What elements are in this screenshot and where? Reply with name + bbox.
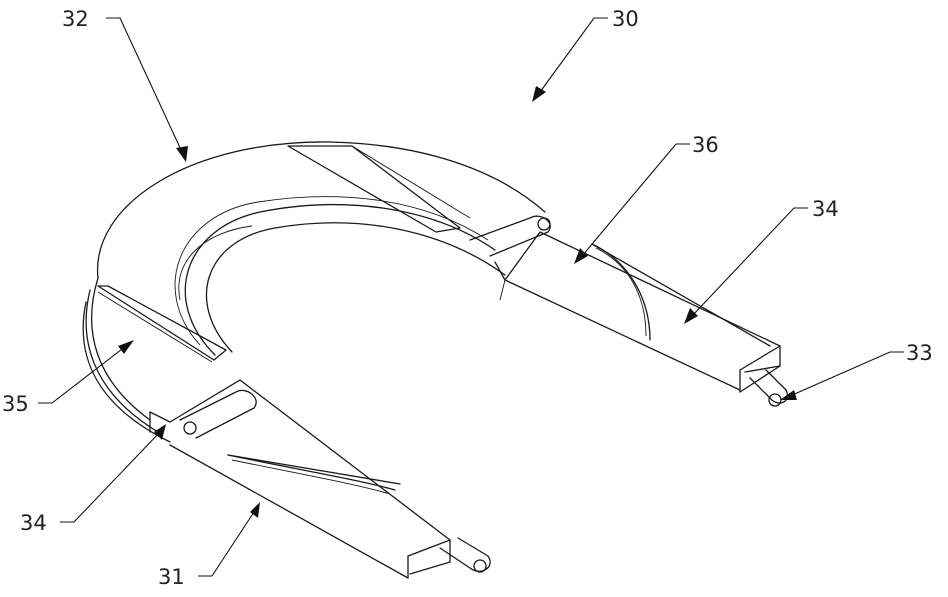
right-arm-end-bottom	[739, 365, 781, 393]
callout-30: 30	[532, 7, 639, 102]
right-arm-end-top	[739, 345, 781, 371]
left-wedge	[97, 285, 227, 361]
callout-31: 31	[158, 502, 260, 589]
left-fin	[227, 454, 396, 491]
inner-groove	[178, 225, 253, 301]
callout-35: 35	[2, 340, 134, 416]
label-35: 35	[2, 392, 29, 416]
callout-34-bottom: 34	[20, 424, 166, 535]
upper-wedge-edge	[351, 145, 471, 219]
right-fin	[591, 243, 651, 341]
left-fin-inner	[231, 459, 391, 495]
outer-curve-left	[91, 277, 151, 421]
right-arm-joint	[499, 279, 506, 301]
callout-32: 32	[62, 7, 188, 162]
left-pin-lug	[439, 537, 491, 572]
u-frame-body	[82, 141, 789, 579]
left-wedge-edge	[97, 291, 213, 363]
label-31: 31	[158, 565, 185, 589]
label-34-bottom: 34	[20, 511, 47, 535]
right-arm-bottom-edge	[504, 279, 741, 391]
left-fin-top-edge	[227, 454, 401, 485]
outer-curve-top	[96, 141, 546, 279]
label-30: 30	[612, 7, 639, 31]
left-arm-bottom-edge	[169, 444, 409, 579]
label-32: 32	[62, 7, 89, 31]
inner-curve-top	[184, 204, 496, 356]
right-hinge-lug	[469, 215, 551, 257]
right-pin-hole	[768, 393, 782, 407]
right-arm-top	[494, 231, 781, 373]
upper-wedge	[287, 145, 461, 233]
right-hinge-hole	[537, 217, 551, 231]
left-hinge-hole	[183, 421, 197, 435]
right-pin-lug	[749, 369, 789, 404]
right-fin-top-edge	[591, 243, 771, 347]
inner-curve-bottom	[206, 222, 506, 353]
callout-33: 33	[780, 341, 933, 400]
label-36: 36	[692, 133, 719, 157]
label-33: 33	[906, 341, 933, 365]
left-pin-hole	[473, 559, 487, 573]
right-fin-inner	[595, 247, 647, 337]
left-arm-end-top	[407, 539, 451, 557]
callout-36: 36	[574, 133, 719, 264]
inner-curve-step	[174, 196, 489, 346]
callout-34-top: 34	[684, 197, 839, 324]
left-arm-top	[149, 379, 451, 575]
outer-curve-left-3	[82, 301, 171, 443]
label-34-top: 34	[812, 197, 839, 221]
left-hinge-lug	[179, 389, 257, 439]
outer-curve-left-2	[85, 289, 159, 433]
